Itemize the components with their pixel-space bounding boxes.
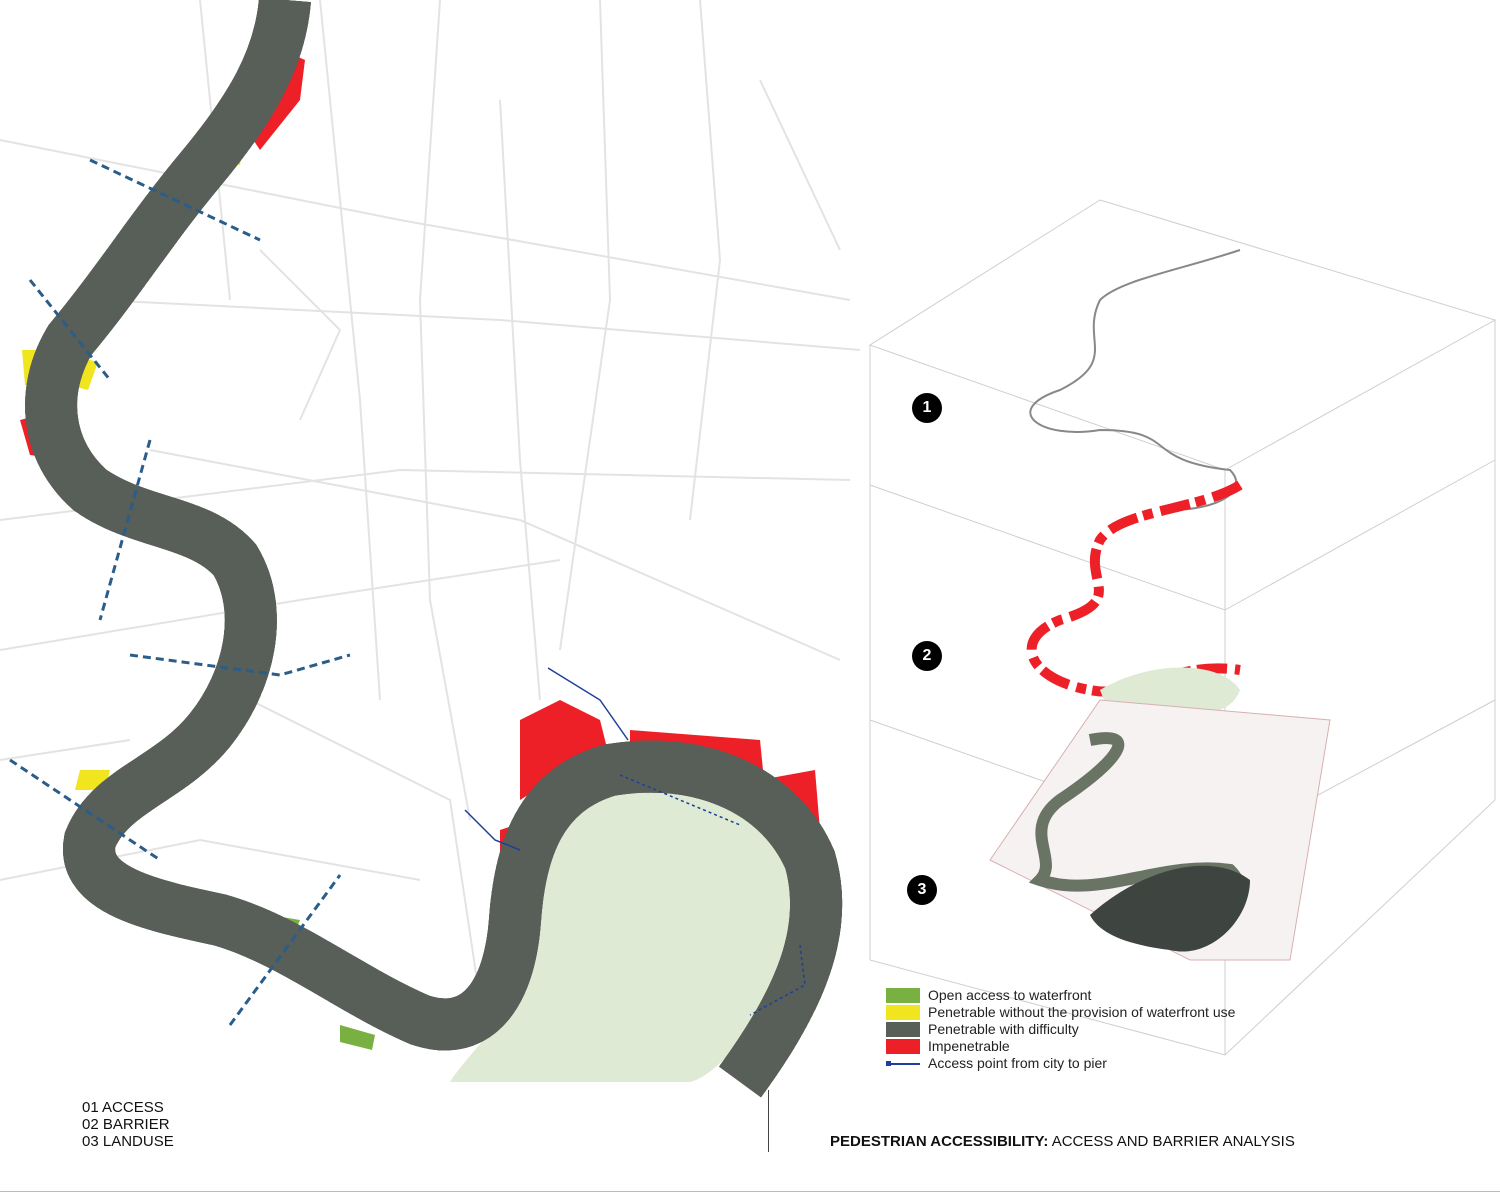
waterfront-segments xyxy=(51,0,816,1082)
legend-label: Impenetrable xyxy=(928,1038,1010,1054)
open-access-swatch xyxy=(886,988,920,1003)
legend-item-difficult: Penetrable with difficulty xyxy=(886,1021,1235,1038)
map-legend: Open access to waterfront Penetrable wit… xyxy=(886,987,1235,1072)
penetrable-swatch xyxy=(886,1005,920,1020)
layer-3-landuse xyxy=(989,699,1331,961)
legend-item-penetrable: Penetrable without the provision of wate… xyxy=(886,1004,1235,1021)
sheet-title: PEDESTRIAN ACCESSIBILITY: ACCESS AND BAR… xyxy=(830,1133,1295,1150)
legend-label: Penetrable with difficulty xyxy=(928,1021,1079,1037)
legend-label: Penetrable without the provision of wate… xyxy=(928,1004,1236,1020)
footer-divider xyxy=(768,1090,769,1152)
legend-label: Access point from city to pier xyxy=(928,1055,1107,1071)
legend-label: Open access to waterfront xyxy=(928,987,1092,1003)
access-line-icon xyxy=(886,1056,920,1071)
layer-marker-3: 3 xyxy=(907,875,937,905)
layer-landuse: 03 LANDUSE xyxy=(82,1133,174,1150)
layer-access: 01 ACCESS xyxy=(82,1099,164,1116)
layer-marker-1: 1 xyxy=(912,393,942,423)
layer-list: 01 ACCESS 02 BARRIER 03 LANDUSE xyxy=(82,1099,174,1150)
legend-item-impenetrable: Impenetrable xyxy=(886,1038,1235,1055)
access-lines xyxy=(464,667,806,1016)
legend-item-open-access: Open access to waterfront xyxy=(886,987,1235,1004)
difficult-swatch xyxy=(886,1022,920,1037)
sheet-title-bold: PEDESTRIAN ACCESSIBILITY: xyxy=(830,1133,1049,1150)
layer-1-access xyxy=(1029,249,1241,511)
green-area xyxy=(450,777,805,1082)
bottom-rule xyxy=(0,1191,1500,1192)
layer-barrier: 02 BARRIER xyxy=(82,1116,170,1133)
sheet-title-rest: ACCESS AND BARRIER ANALYSIS xyxy=(1048,1133,1295,1150)
barrier-lines xyxy=(9,158,351,1026)
impenetrable-swatch xyxy=(886,1039,920,1054)
layer-2-barrier xyxy=(1026,480,1243,697)
layer-marker-2: 2 xyxy=(912,641,942,671)
legend-item-access-point: Access point from city to pier xyxy=(886,1055,1235,1072)
